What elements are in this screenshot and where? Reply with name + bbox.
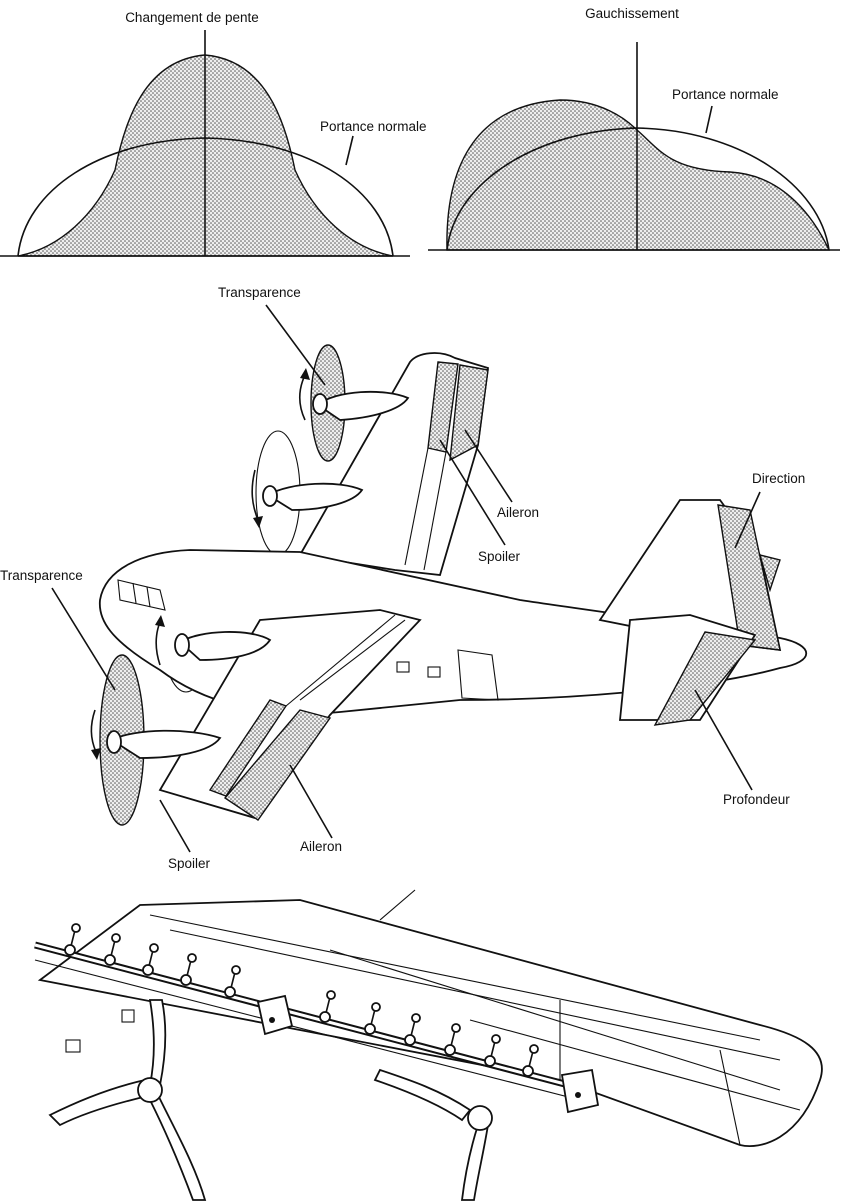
label-transparence-left: Transparence <box>0 568 83 583</box>
leader-line <box>345 135 354 166</box>
wing-cutaway <box>37 899 823 1147</box>
lever-group <box>64 923 539 1077</box>
propeller-blade <box>148 1093 207 1201</box>
cabin-window <box>427 666 441 678</box>
label-transparence-right: Transparence <box>218 285 301 300</box>
label-portance-normale-right: Portance normale <box>672 87 779 102</box>
cabin-window <box>396 661 410 673</box>
label-spoiler-left: Spoiler <box>168 856 211 871</box>
cargo-door <box>457 649 499 701</box>
right-aileron <box>449 364 489 462</box>
engine-nacelle-right-inner <box>266 482 364 511</box>
gearbox <box>560 1068 600 1114</box>
left-aileron <box>223 709 332 821</box>
spinner <box>106 730 122 754</box>
aircraft-illustration: Transparence Transparence Aileron Spoile… <box>0 285 808 871</box>
spinner <box>312 393 328 415</box>
spinner <box>262 485 278 507</box>
rotation-arrow-icon <box>90 709 97 753</box>
propeller-blade <box>48 1078 154 1127</box>
rotation-arrow-icon <box>298 374 306 421</box>
engine-nacelle-left-inner <box>178 631 272 661</box>
label-aileron-right: Aileron <box>497 505 539 520</box>
label-direction: Direction <box>752 471 805 486</box>
rudder-direction <box>717 504 781 651</box>
control-linkage-illustration <box>34 889 823 1201</box>
engine-nacelle-right-outer <box>316 390 410 421</box>
title-gauchissement: Gauchissement <box>585 6 679 21</box>
leader-line-right <box>705 105 713 134</box>
inspection-panel <box>121 1009 135 1023</box>
propeller-hub <box>467 1105 493 1131</box>
left-wing <box>158 609 422 820</box>
title-changement-de-pente: Changement de pente <box>125 10 259 25</box>
warped-lift-distribution <box>446 99 831 251</box>
elevator-profondeur <box>653 631 757 726</box>
label-profondeur: Profondeur <box>723 792 790 807</box>
cockpit-window <box>117 579 166 611</box>
propeller-blade <box>148 999 167 1086</box>
gearbox <box>256 994 294 1036</box>
lift-diagram-warping: Gauchissement Portance normale <box>428 6 840 251</box>
propeller-hub <box>137 1077 163 1103</box>
propeller-blade <box>460 1124 490 1201</box>
label-portance-normale-left: Portance normale <box>320 119 427 134</box>
lift-diagram-pitch-change: Changement de pente Portance normale <box>0 10 427 257</box>
label-spoiler-right: Spoiler <box>478 549 521 564</box>
inspection-panel <box>65 1039 81 1053</box>
spinner <box>174 633 190 657</box>
engine-nacelle-left-outer <box>110 729 222 759</box>
rotation-arrow-icon <box>251 469 259 521</box>
label-aileron-left: Aileron <box>300 839 342 854</box>
propeller-blade <box>373 1068 472 1122</box>
